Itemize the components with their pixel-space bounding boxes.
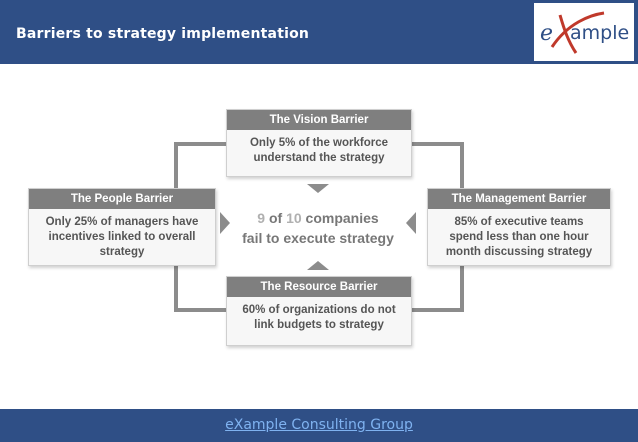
vision-barrier-title: The Vision Barrier <box>227 110 411 130</box>
resource-barrier-box: The Resource Barrier 60% of organization… <box>226 276 412 346</box>
people-barrier-line1: Only 25% of managers have <box>45 216 199 228</box>
logo-word-ample: ample <box>570 22 629 44</box>
logo-letter-e: e <box>540 21 553 46</box>
footer-bar: eXample Consulting Group <box>0 409 638 442</box>
people-barrier-box: The People Barrier Only 25% of managers … <box>28 188 216 266</box>
connector-vision-people <box>174 142 226 188</box>
resource-barrier-text: 60% of organizations do not link budgets… <box>227 297 411 333</box>
arrow-right-icon <box>220 212 230 234</box>
arrow-left-icon <box>406 212 416 234</box>
logo-swoosh-top <box>550 11 605 48</box>
vision-barrier-text: Only 5% of the workforce understand the … <box>227 130 411 166</box>
example-logo: e ample <box>534 3 634 61</box>
management-barrier-text: 85% of executive teams spend less than o… <box>428 209 610 260</box>
vision-barrier-line2: understand the strategy <box>253 152 385 164</box>
management-barrier-box: The Management Barrier 85% of executive … <box>427 188 611 266</box>
vision-barrier-box: The Vision Barrier Only 5% of the workfo… <box>226 109 412 177</box>
management-barrier-line3: month discussing strategy <box>445 246 593 258</box>
resource-barrier-line1: 60% of organizations do not <box>242 304 396 316</box>
arrow-up-icon <box>307 261 329 270</box>
people-barrier-title: The People Barrier <box>29 189 215 209</box>
center-companies: companies <box>301 210 379 226</box>
arrow-down-icon <box>307 184 329 193</box>
people-barrier-line2: incentives linked to overall <box>48 231 196 243</box>
people-barrier-line3: strategy <box>99 246 145 258</box>
connector-people-resource <box>174 264 226 312</box>
logo-swoosh-cross <box>558 14 578 54</box>
center-num-10: 10 <box>286 210 302 226</box>
header-bar: Barriers to strategy implementation e am… <box>0 0 638 64</box>
center-num-9: 9 <box>257 210 266 226</box>
slide-title: Barriers to strategy implementation <box>16 26 310 42</box>
connector-vision-management <box>410 142 464 188</box>
center-line2: fail to execute strategy <box>242 230 394 246</box>
connector-management-resource <box>410 264 464 312</box>
management-barrier-line2: spend less than one hour <box>449 231 589 243</box>
management-barrier-title: The Management Barrier <box>428 189 610 209</box>
resource-barrier-line2: link budgets to strategy <box>254 319 384 331</box>
logo-graphic: e ample <box>540 11 629 54</box>
vision-barrier-line1: Only 5% of the workforce <box>249 137 389 149</box>
center-statement: 9 of 10 companies fail to execute strate… <box>228 208 408 248</box>
center-line1: 9 of 10 companies <box>228 208 408 228</box>
management-barrier-line1: 85% of executive teams <box>454 216 584 228</box>
footer-company-link[interactable]: eXample Consulting Group <box>225 417 413 433</box>
people-barrier-text: Only 25% of managers have incentives lin… <box>29 209 215 260</box>
center-of: of <box>265 210 287 226</box>
resource-barrier-title: The Resource Barrier <box>227 277 411 297</box>
